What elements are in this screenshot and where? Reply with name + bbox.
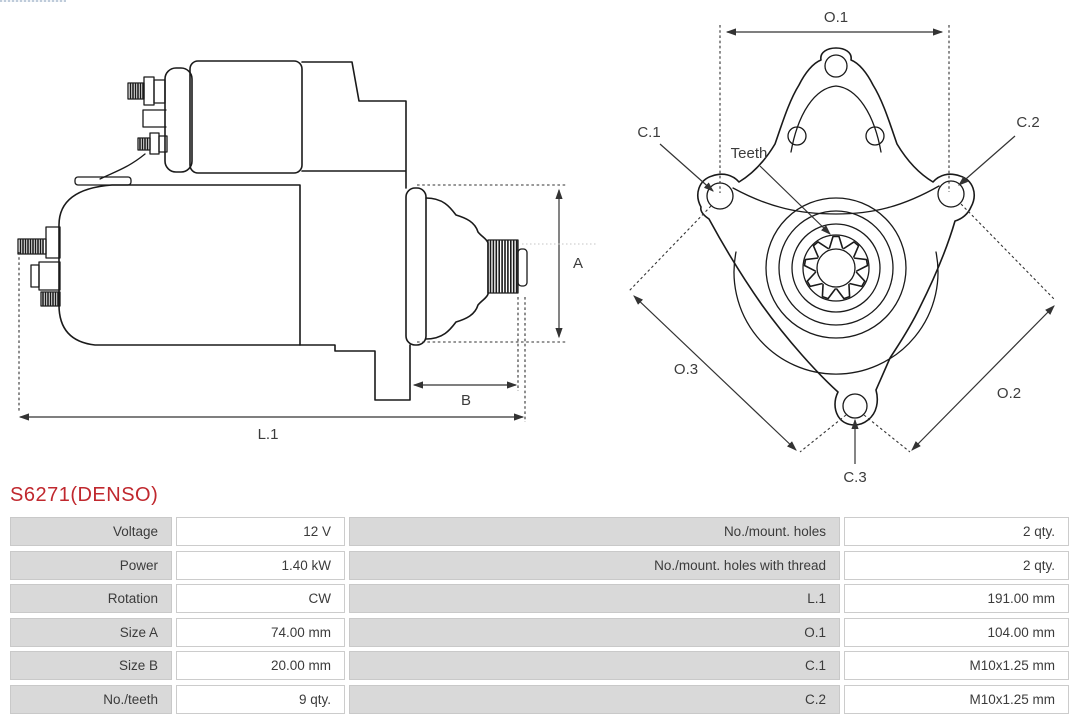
dim-label-c3: C.3	[843, 469, 866, 486]
bolt-thread-hatch	[139, 138, 149, 150]
spec-value: M10x1.25 mm	[844, 684, 1069, 714]
solenoid-wire	[99, 153, 146, 180]
spec-value: 9 qty.	[176, 684, 345, 714]
dim-label-a: A	[573, 255, 583, 272]
spec-value: 1.40 kW	[176, 550, 345, 580]
side-view-dimensions: A B L.1	[18, 184, 598, 443]
front-view-dimensions: O.1 C.1 C.2 Teeth O.3 O.2 C.3	[628, 9, 1056, 486]
spec-table: Voltage 12 V No./mount. holes 2 qty. Pow…	[10, 517, 1069, 714]
spec-value: M10x1.25 mm	[844, 651, 1069, 680]
spec-label: No./mount. holes with thread	[349, 550, 840, 580]
dim-arrow-o3	[633, 295, 797, 451]
spec-value: 20.00 mm	[176, 651, 345, 680]
spec-label: O.1	[349, 617, 840, 647]
dim-label-c2: C.2	[1016, 114, 1039, 131]
spec-value: 74.00 mm	[176, 617, 345, 647]
mount-hole-c3	[842, 393, 868, 419]
spec-value: 104.00 mm	[844, 617, 1069, 647]
spec-value: CW	[176, 584, 345, 613]
spec-label: Power	[10, 550, 172, 580]
watermark-artifact	[0, 0, 66, 2]
dim-label-o3: O.3	[674, 361, 698, 378]
leader-c1	[659, 143, 714, 192]
dim-label-b: B	[461, 392, 471, 409]
terminal-studs	[17, 226, 61, 307]
plate-top-edge	[732, 185, 940, 215]
mounting-foot	[299, 344, 411, 401]
bolt-thread-hatch	[129, 83, 144, 99]
spec-label: No./teeth	[10, 684, 172, 714]
dim-label-c1: C.1	[637, 124, 660, 141]
spec-label: Size A	[10, 617, 172, 647]
drive-end	[405, 187, 528, 346]
arch-inner	[790, 85, 882, 153]
dim-label-o2: O.2	[997, 385, 1021, 402]
spec-value: 191.00 mm	[844, 584, 1069, 613]
dim-label-o1: O.1	[824, 9, 848, 26]
center-rings	[733, 197, 939, 375]
motor-body	[58, 176, 301, 346]
dim-arrow-o2	[911, 305, 1055, 451]
spec-label: Rotation	[10, 584, 172, 613]
spec-value: 2 qty.	[844, 550, 1069, 580]
teeth-label: Teeth	[731, 145, 768, 162]
side-view-drawing	[17, 60, 528, 401]
part-title: S6271(DENSO)	[10, 484, 159, 506]
pinion-teeth	[803, 235, 869, 300]
top-hole	[824, 54, 848, 78]
dim-label-l1: L.1	[258, 426, 279, 443]
leader-teeth	[759, 165, 831, 235]
spec-value: 12 V	[176, 517, 345, 546]
spec-label: C.2	[349, 684, 840, 714]
mount-hole-c2	[937, 180, 965, 208]
solenoid	[99, 60, 303, 180]
spec-label: C.1	[349, 651, 840, 680]
arch-hole-right	[865, 126, 885, 146]
spec-label: Voltage	[10, 517, 172, 546]
leader-c2	[958, 135, 1016, 186]
spec-label: Size B	[10, 651, 172, 680]
spec-label: L.1	[349, 584, 840, 613]
spec-value: 2 qty.	[844, 517, 1069, 546]
flange-outline	[697, 47, 975, 426]
drive-bracket	[301, 61, 407, 189]
front-view-drawing	[697, 47, 975, 426]
shaft-end-cap	[517, 248, 528, 287]
spec-label: No./mount. holes	[349, 517, 840, 546]
arch-hole-left	[787, 126, 807, 146]
